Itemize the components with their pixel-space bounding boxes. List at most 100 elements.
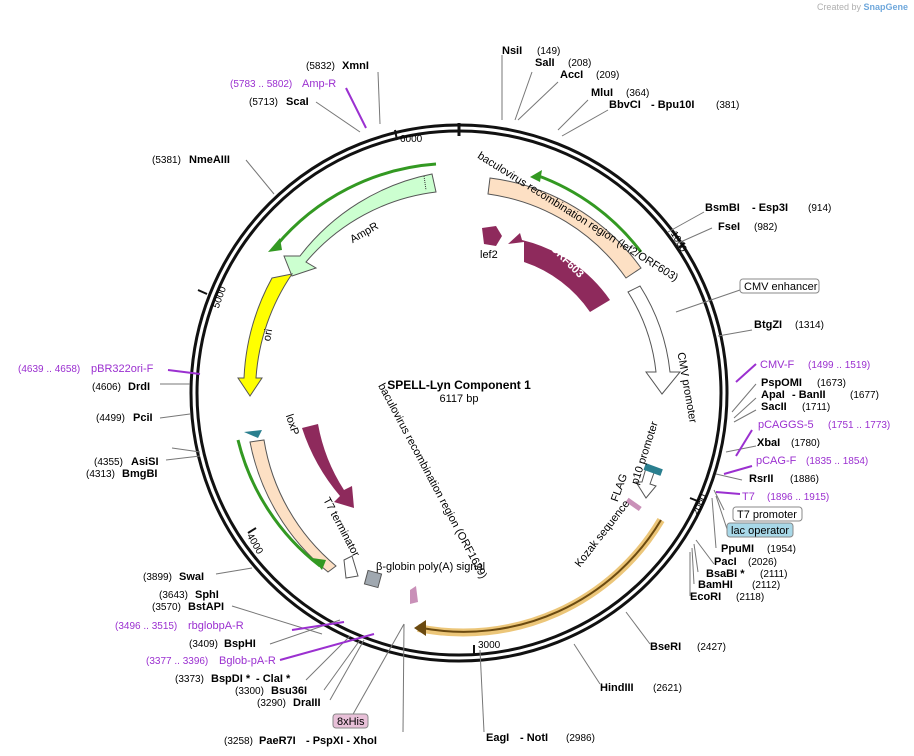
svg-text:(2112): (2112) xyxy=(752,580,780,591)
enzyme-pcii: PciI xyxy=(133,412,153,424)
orf1629-arrow xyxy=(302,424,354,508)
enzyme-fsei: FseI xyxy=(718,221,740,233)
flag-label: FLAG xyxy=(609,472,630,503)
enzyme-hindiii: HindIII xyxy=(600,682,634,694)
enzyme-draiii: DraIII xyxy=(293,697,321,709)
svg-text:(5381): (5381) xyxy=(152,155,181,166)
svg-text:- PspXI - XhoI: - PspXI - XhoI xyxy=(306,735,377,747)
svg-text:(2427): (2427) xyxy=(697,642,726,653)
svg-text:(982): (982) xyxy=(754,222,777,233)
svg-text:(914): (914) xyxy=(808,203,831,214)
primer-rbglobpa-r: rbglobpA-R xyxy=(188,620,244,632)
ampr-label: AmpR xyxy=(348,220,381,246)
svg-text:(2118): (2118) xyxy=(736,592,764,603)
beta-globin-small xyxy=(410,586,418,604)
svg-text:(4355): (4355) xyxy=(94,457,123,468)
t7-terminator-label: T7 terminator xyxy=(320,496,361,560)
svg-text:(5783 .. 5802): (5783 .. 5802) xyxy=(230,79,292,90)
t7-terminator-marker xyxy=(343,555,359,579)
green-line-ampr xyxy=(274,162,437,247)
enzyme-eagi: EagI xyxy=(486,732,509,744)
svg-text:(3643): (3643) xyxy=(159,590,188,601)
svg-text:(3377 .. 3396): (3377 .. 3396) xyxy=(146,656,208,667)
enzyme-bbvci: BbvCI xyxy=(609,99,641,111)
enzyme-bspdi: BspDI * xyxy=(211,673,251,685)
enzyme-paci: PacI xyxy=(714,556,737,568)
cmv-promoter-label: CMV promoter xyxy=(675,351,699,424)
ampr-arrow xyxy=(283,173,437,277)
svg-text:(4313): (4313) xyxy=(86,469,115,480)
enzyme-scai: ScaI xyxy=(286,96,309,108)
lef2-label: lef2 xyxy=(480,249,498,261)
enzyme-sali: SalI xyxy=(535,57,555,69)
primer-pcag-f: pCAG-F xyxy=(756,455,797,467)
svg-text:(3258): (3258) xyxy=(224,736,253,747)
enzyme-bamhi: BamHI xyxy=(698,579,733,591)
primer-t7: T7 xyxy=(742,491,755,503)
loxp-label: loxP xyxy=(283,413,301,437)
svg-text:(3290): (3290) xyxy=(257,698,286,709)
baculo-region-right-arrow xyxy=(487,177,642,279)
svg-text:- Esp3I: - Esp3I xyxy=(752,202,788,214)
svg-text:- ClaI *: - ClaI * xyxy=(256,673,291,685)
t7-promoter-label: T7 promoter xyxy=(737,509,797,521)
svg-text:(208): (208) xyxy=(568,58,591,69)
green-line-right xyxy=(535,173,643,253)
svg-text:(1896 .. 1915): (1896 .. 1915) xyxy=(767,492,829,503)
cmv-promoter-arrow xyxy=(627,285,682,395)
primer-pcaggs-5: pCAGGS-5 xyxy=(758,419,814,431)
svg-text:(1711): (1711) xyxy=(802,402,830,413)
svg-text:(1677): (1677) xyxy=(850,390,879,401)
svg-text:- NotI: - NotI xyxy=(520,732,548,744)
ori-arrow xyxy=(237,273,294,397)
svg-text:(209): (209) xyxy=(596,70,619,81)
map-name: SPELL-Lyn Component 1 xyxy=(387,378,531,392)
primer-cmv-f: CMV-F xyxy=(760,359,795,371)
svg-text:(1954): (1954) xyxy=(767,544,796,555)
green-line-left xyxy=(236,439,321,568)
svg-text:(2111): (2111) xyxy=(760,569,787,580)
lac-operator-label: lac operator xyxy=(731,525,789,537)
enzyme-bseri: BseRI xyxy=(650,641,681,653)
enzyme-ppumi: PpuMI xyxy=(721,543,754,555)
svg-text:(364): (364) xyxy=(626,88,649,99)
primer-amp-r: Amp-R xyxy=(302,78,336,90)
boxed-labels: CMV enhancer T7 promoter lac operator 8x… xyxy=(332,278,820,729)
his-tag-label: 8xHis xyxy=(337,716,365,728)
kozak-label: Kozak sequence xyxy=(573,498,633,569)
tick-4000: 4000 xyxy=(244,532,265,557)
primer-pbr322ori-f: pBR322ori-F xyxy=(91,363,154,375)
kozak-box xyxy=(625,497,642,512)
svg-text:(2621): (2621) xyxy=(653,683,682,694)
primer-bglob-pa-r: Bglob-pA-R xyxy=(219,655,276,667)
enzyme-drdi: DrdI xyxy=(128,381,150,393)
svg-text:(3899): (3899) xyxy=(143,572,172,583)
leader-lines xyxy=(159,55,757,733)
enzyme-bsabi: BsaBI * xyxy=(706,568,745,580)
svg-text:(5832): (5832) xyxy=(306,61,335,72)
flag-box xyxy=(643,463,663,476)
svg-text:(1886): (1886) xyxy=(790,474,819,485)
enzyme-nsii: NsiI xyxy=(502,45,522,57)
enzyme-pspomi: PspOMI xyxy=(761,377,802,389)
tick-2000: 2000 xyxy=(690,492,710,517)
svg-text:- Bpu10I: - Bpu10I xyxy=(651,99,694,111)
tick-6000: 6000 xyxy=(400,134,423,145)
enzyme-bmgbi: BmgBI xyxy=(122,468,157,480)
svg-text:- BanII: - BanII xyxy=(792,389,826,401)
enzyme-xbai: XbaI xyxy=(757,437,780,449)
enzyme-xmni: XmnI xyxy=(342,60,369,72)
svg-text:(1751 .. 1773): (1751 .. 1773) xyxy=(828,420,890,431)
enzyme-nmeaiii: NmeAIII xyxy=(189,154,230,166)
svg-text:(3570): (3570) xyxy=(152,602,181,613)
loxp-marker xyxy=(244,430,262,438)
enzyme-paer7i: PaeR7I xyxy=(259,735,296,747)
enzyme-btgzi: BtgZI xyxy=(754,319,782,331)
enzyme-asisi: AsiSI xyxy=(131,456,159,468)
beta-globin-label: β-globin poly(A) signal xyxy=(376,561,485,573)
primer-labels: CMV-F(1499 .. 1519) pCAGGS-5(1751 .. 177… xyxy=(18,78,890,667)
svg-text:(4499): (4499) xyxy=(96,413,125,424)
map-length: 6117 bp xyxy=(440,393,479,405)
svg-text:(5713): (5713) xyxy=(249,97,278,108)
